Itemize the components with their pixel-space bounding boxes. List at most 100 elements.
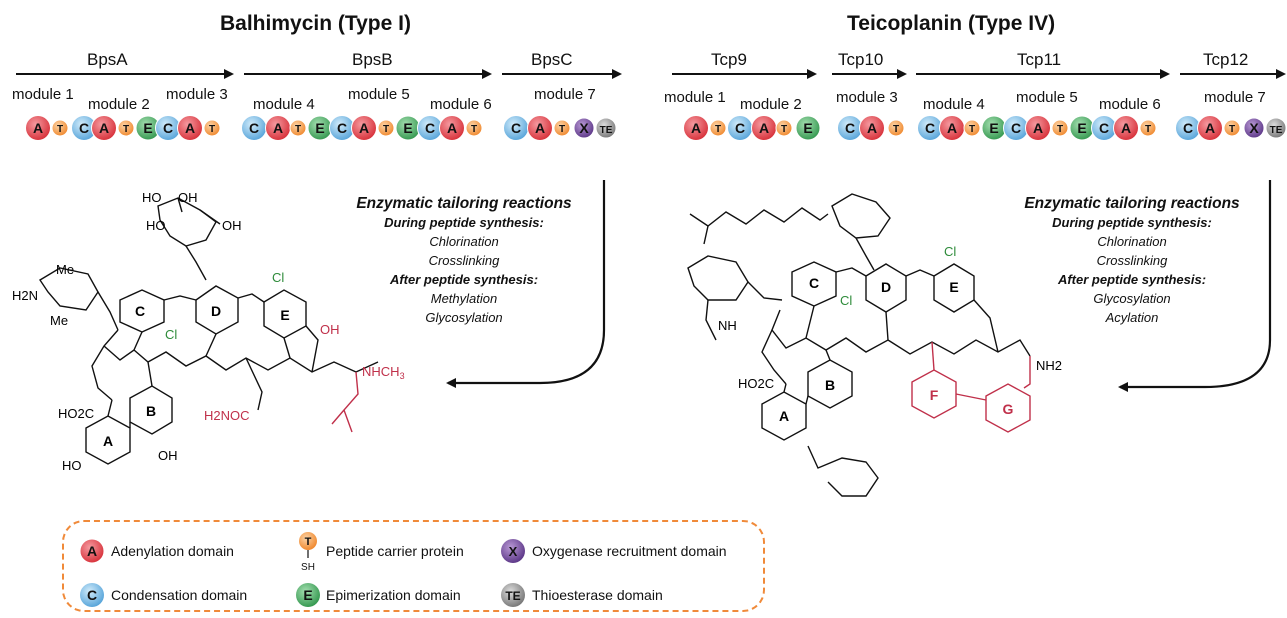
- left-after-2: Glycosylation: [425, 310, 503, 325]
- left-bpsc-domain-letter-2: T: [559, 124, 565, 135]
- left-bpsb-domain-10: [465, 119, 483, 137]
- left-bpsa-domain-letter-3: A: [99, 120, 109, 136]
- left-bpsa-domain-letter-4: T: [123, 124, 129, 135]
- right-tcp12-domain-letter-1: A: [1205, 120, 1215, 136]
- right-tcp11-domain-9: [1113, 115, 1139, 141]
- right-tcp11-domain-letter-8: C: [1099, 120, 1109, 136]
- balhimycin-structure: [39, 197, 379, 465]
- legend-epimerization-label: Epimerization domain: [326, 587, 461, 603]
- right-tcp10-domain-letter-1: A: [867, 120, 877, 136]
- teicoplanin-ring-b: B: [825, 377, 835, 393]
- left-bpsc-domain-2: [553, 119, 571, 137]
- left-bpsa-domain-7: [177, 115, 203, 141]
- gene-label-tcp9: Tcp9: [711, 50, 747, 69]
- legend-pcp-icon: [299, 532, 317, 550]
- balhimycin-oh-3: OH: [158, 448, 178, 463]
- right-tcp10-domain-letter-0: C: [845, 120, 855, 136]
- right-tailoring-heading: Enzymatic tailoring reactions: [1024, 195, 1240, 212]
- balhimycin-me-2: Me: [50, 313, 68, 328]
- legend-adenylation-label: Adenylation domain: [111, 543, 234, 559]
- left-bpsb-domain-letter-9: A: [447, 120, 457, 136]
- legend-adenylation-letter: A: [87, 543, 97, 559]
- right-tcp11-domain-letter-10: T: [1145, 124, 1151, 135]
- right-tcp9-domain-5: [795, 115, 821, 141]
- left-bpsa-domain-letter-6: C: [163, 120, 173, 136]
- right-tcp11-domain-letter-5: A: [1033, 120, 1043, 136]
- teicoplanin-cl-2: Cl: [944, 244, 956, 259]
- gene-label-bpsb: BpsB: [352, 50, 393, 69]
- teicoplanin-ring-f: F: [930, 387, 939, 403]
- right-tailoring-text: Enzymatic tailoring reactions During pep…: [997, 194, 1267, 327]
- left-bpsb-domain-letter-3: E: [315, 120, 324, 136]
- left-bpsb-domain-letter-4: C: [337, 120, 347, 136]
- left-bpsb-domain-2: [289, 119, 307, 137]
- right-after-2: Acylation: [1105, 310, 1159, 325]
- left-bpsa-domain-letter-5: E: [143, 120, 152, 136]
- left-bpsa-domain-letter-1: T: [57, 124, 63, 135]
- left-module-6: module 6: [430, 96, 492, 113]
- right-during-1: Chlorination: [1097, 234, 1167, 249]
- right-tcp9-domain-letter-2: C: [735, 120, 745, 136]
- right-tcp12-domain-letter-2: T: [1229, 124, 1235, 135]
- left-bpsc-domain-letter-1: A: [535, 120, 545, 136]
- right-tailoring-arrow: [1118, 180, 1272, 392]
- left-tailoring-heading: Enzymatic tailoring reactions: [356, 195, 572, 212]
- left-bpsa-domain-4: [117, 119, 135, 137]
- balhimycin-ho-2: HO: [62, 458, 82, 473]
- teicoplanin-title: Teicoplanin (Type IV): [847, 12, 1056, 35]
- teicoplanin-ring-d: D: [881, 279, 891, 295]
- left-bpsb-domain-letter-0: C: [249, 120, 259, 136]
- balhimycin-ho2c: HO2C: [58, 406, 94, 421]
- right-tcp9-domain-0: [683, 115, 709, 141]
- right-tcp11-domain-10: [1139, 119, 1157, 137]
- gene-label-tcp10: Tcp10: [838, 50, 884, 69]
- right-tcp11-domain-letter-4: C: [1011, 120, 1021, 136]
- balhimycin-ring-c: C: [135, 303, 145, 319]
- teicoplanin-structure: [687, 193, 1031, 497]
- right-tcp9-domain-4: [775, 119, 793, 137]
- right-tcp11-domain-2: [963, 119, 981, 137]
- legend-condensation-icon: [80, 583, 104, 607]
- balhimycin-ho-1: HO: [142, 190, 162, 205]
- teicoplanin-nh2: NH2: [1036, 358, 1062, 373]
- right-tcp9-domain-letter-4: T: [781, 124, 787, 135]
- legend-oxygenase-icon: [501, 539, 525, 563]
- right-tcp11-domain-letter-7: E: [1077, 120, 1086, 136]
- left-bpsa-domain-letter-2: C: [79, 120, 89, 136]
- legend-thioesterase-label: Thioesterase domain: [532, 587, 663, 603]
- right-tcp12-domain-1: [1197, 115, 1223, 141]
- right-tcp11-domain-letter-1: A: [947, 120, 957, 136]
- left-bpsb-domain-6: [377, 119, 395, 137]
- left-bpsa-domain-1: [51, 119, 69, 137]
- left-during-1: Chlorination: [429, 234, 499, 249]
- gene-label-tcp12: Tcp12: [1203, 50, 1249, 69]
- right-after-1: Glycosylation: [1093, 291, 1171, 306]
- left-module-5: module 5: [348, 86, 410, 103]
- left-bpsb-domain-letter-6: T: [383, 124, 389, 135]
- legend-oxygenase-label: Oxygenase recruitment domain: [532, 543, 727, 559]
- right-module-2: module 2: [740, 96, 802, 113]
- balhimycin-nhch3: NHCH3: [362, 364, 405, 381]
- balhimycin-oh-2: OH: [222, 218, 242, 233]
- left-bpsc-domain-letter-4: TE: [600, 125, 613, 136]
- gene-label-bpsa: BpsA: [87, 50, 128, 69]
- left-module-2: module 2: [88, 96, 150, 113]
- balhimycin-cl-2: Cl: [272, 270, 284, 285]
- right-tcp9-domain-letter-0: A: [691, 120, 701, 136]
- legend-pcp-sh: SH: [301, 562, 315, 573]
- left-bpsb-domain-5: [351, 115, 377, 141]
- balhimycin-h2n: H2N: [12, 288, 38, 303]
- legend-adenylation-icon: [79, 538, 105, 564]
- legend-condensation-label: Condensation domain: [111, 587, 248, 603]
- right-tcp12-domain-2: [1223, 119, 1241, 137]
- right-tcp9-domain-letter-1: T: [715, 124, 721, 135]
- legend-oxygenase-letter: X: [509, 544, 518, 559]
- legend-box: [62, 520, 765, 612]
- gene-label-tcp11: Tcp11: [1017, 50, 1062, 69]
- left-module-7: module 7: [534, 86, 596, 103]
- teicoplanin-ring-e: E: [949, 279, 958, 295]
- left-bpsb-domain-letter-8: C: [425, 120, 435, 136]
- left-bpsb-domain-letter-1: A: [273, 120, 283, 136]
